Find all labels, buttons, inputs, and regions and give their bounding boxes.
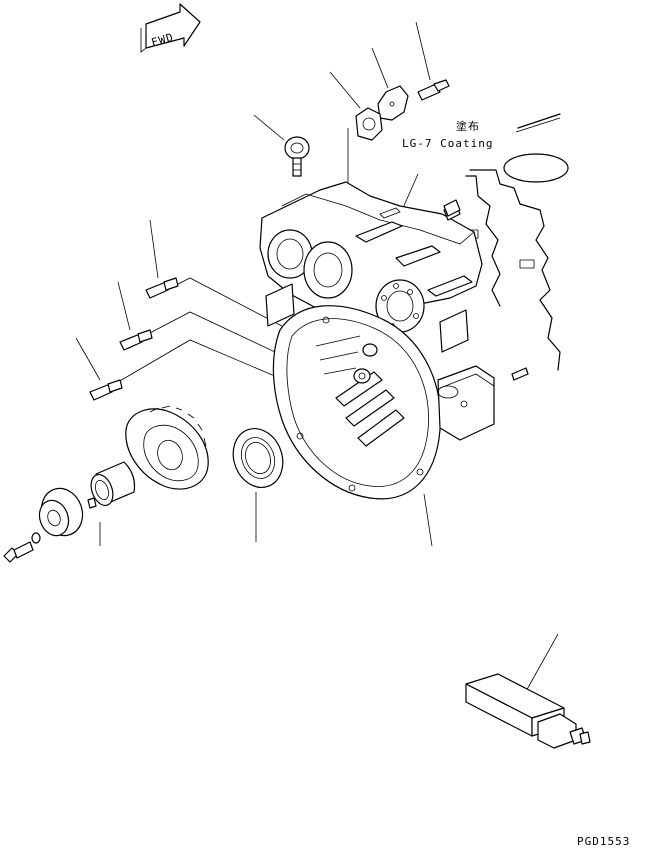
oil-seal (232, 428, 284, 488)
coating-en-text: LG-7 Coating (402, 137, 493, 150)
bolt-bottom-left (3, 541, 34, 563)
coating-jp-text: 塗布 (456, 119, 480, 133)
eye-bolt (284, 136, 310, 177)
drawing-code: PGD1553 (577, 835, 630, 848)
hub (38, 487, 84, 537)
fwd-arrow-icon: FWD (140, 3, 201, 53)
bolt-left-3 (89, 379, 123, 401)
engine-block-outline (465, 113, 569, 371)
housing-flange (272, 305, 495, 500)
key (87, 497, 97, 509)
bolt-left-2 (119, 329, 153, 351)
cover-plate (377, 85, 409, 121)
coating-callout: 塗布 LG-7 Coating (402, 119, 493, 150)
bolt-left-1 (145, 277, 179, 299)
fwd-label: FWD (150, 31, 176, 50)
flywheel-housing (259, 181, 483, 353)
bolt-top (417, 79, 450, 101)
gear (125, 405, 209, 490)
dowel-pin (443, 199, 529, 381)
tool (465, 673, 591, 749)
sleeve (90, 461, 136, 507)
gasket (355, 107, 383, 141)
washer (31, 532, 41, 544)
